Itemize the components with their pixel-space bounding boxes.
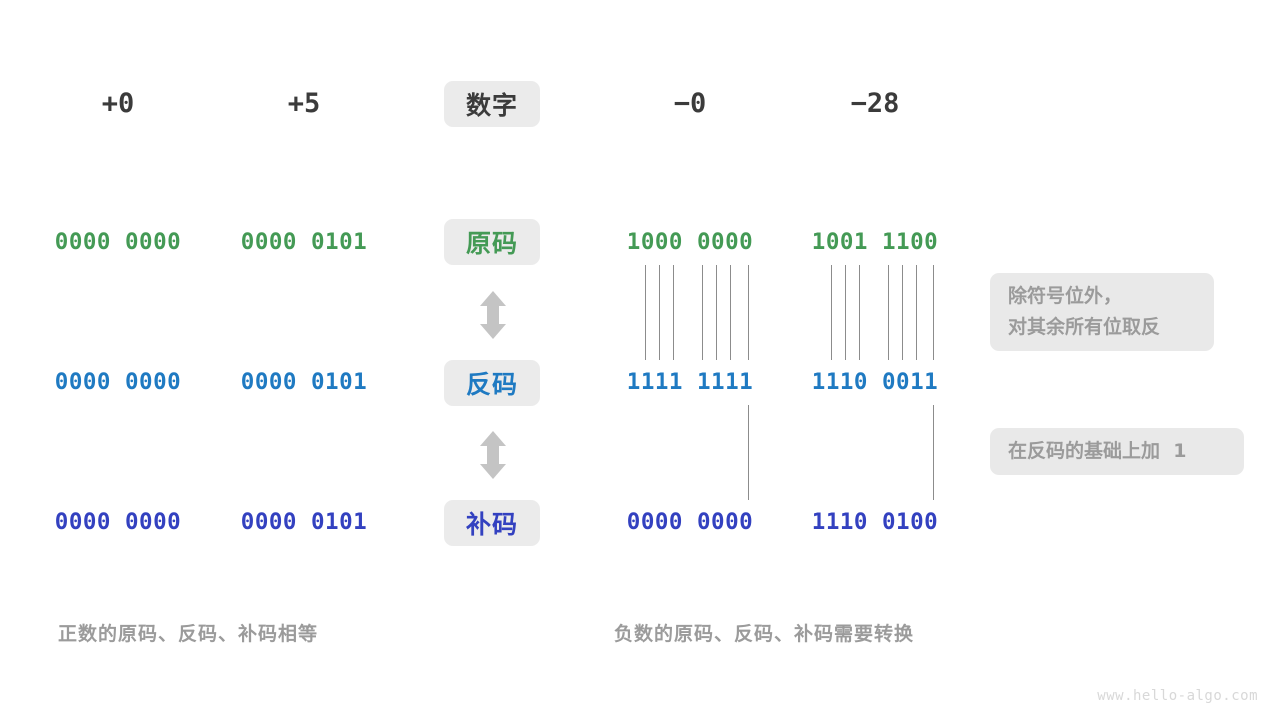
header-number-plus-five: +5 bbox=[287, 88, 321, 119]
connector-line bbox=[859, 265, 860, 360]
connector-line bbox=[845, 265, 846, 360]
note-invert-bits-line-1: 除符号位外， bbox=[1008, 285, 1123, 307]
note-invert-bits: 除符号位外， 对其余所有位取反 bbox=[990, 273, 1214, 351]
bits-buma-minus-zero: 0000 0000 bbox=[626, 509, 754, 535]
row-pill-fanma: 反码 bbox=[444, 360, 540, 406]
caption-positive: 正数的原码、反码、补码相等 bbox=[58, 623, 319, 645]
note-add-one: 在反码的基础上加 1 bbox=[990, 428, 1244, 475]
connector-line bbox=[916, 265, 917, 360]
bits-buma-plus-five: 0000 0101 bbox=[240, 509, 368, 535]
connector-line bbox=[748, 405, 749, 500]
connector-line bbox=[659, 265, 660, 360]
connector-line bbox=[730, 265, 731, 360]
connector-line bbox=[831, 265, 832, 360]
up-down-arrow-icon-yuanma-fanma bbox=[478, 291, 508, 343]
bits-yuanma-plus-zero: 0000 0000 bbox=[54, 229, 182, 255]
connector-line bbox=[645, 265, 646, 360]
header-number-minus-twentyeight: −28 bbox=[850, 88, 900, 119]
header-number-plus-zero: +0 bbox=[101, 88, 135, 119]
bits-fanma-plus-five: 0000 0101 bbox=[240, 369, 368, 395]
bits-fanma-minus-twentyeight: 1110 0011 bbox=[811, 369, 939, 395]
bits-yuanma-minus-twentyeight: 1001 1100 bbox=[811, 229, 939, 255]
bits-buma-minus-twentyeight: 1110 0100 bbox=[811, 509, 939, 535]
connector-line bbox=[902, 265, 903, 360]
row-pill-yuanma: 原码 bbox=[444, 219, 540, 265]
connector-line bbox=[673, 265, 674, 360]
connector-line bbox=[748, 265, 749, 360]
connector-line bbox=[933, 265, 934, 360]
row-pill-buma: 补码 bbox=[444, 500, 540, 546]
caption-negative: 负数的原码、反码、补码需要转换 bbox=[614, 623, 915, 645]
header-pill-number: 数字 bbox=[444, 81, 540, 127]
connector-line bbox=[888, 265, 889, 360]
bits-fanma-plus-zero: 0000 0000 bbox=[54, 369, 182, 395]
header-number-minus-zero: −0 bbox=[673, 88, 707, 119]
connector-line bbox=[702, 265, 703, 360]
up-down-arrow-icon-fanma-buma bbox=[478, 431, 508, 483]
connector-line bbox=[933, 405, 934, 500]
note-add-one-line-1: 在反码的基础上加 1 bbox=[1008, 440, 1187, 462]
bits-yuanma-plus-five: 0000 0101 bbox=[240, 229, 368, 255]
bits-buma-plus-zero: 0000 0000 bbox=[54, 509, 182, 535]
watermark-url: www.hello-algo.com bbox=[1097, 688, 1258, 704]
connector-line bbox=[716, 265, 717, 360]
bits-yuanma-minus-zero: 1000 0000 bbox=[626, 229, 754, 255]
note-invert-bits-line-2: 对其余所有位取反 bbox=[1008, 316, 1161, 338]
bits-fanma-minus-zero: 1111 1111 bbox=[626, 369, 754, 395]
